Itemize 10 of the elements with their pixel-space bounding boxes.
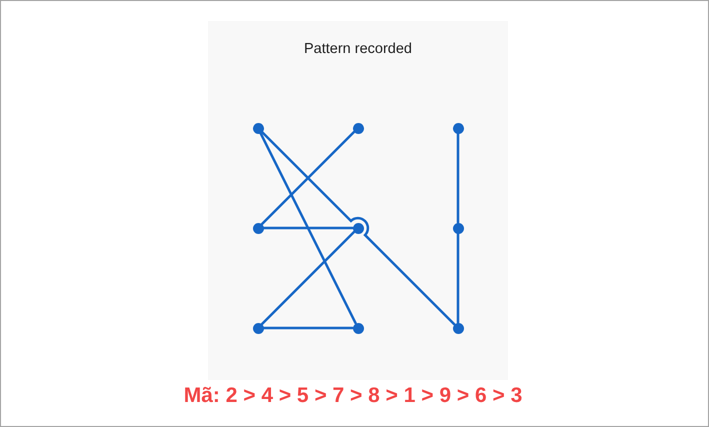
pattern-line: [259, 132, 357, 324]
pattern-line: [262, 326, 354, 330]
pattern-line: [456, 132, 460, 224]
pattern-line: [456, 232, 460, 324]
pattern-line: [260, 130, 356, 226]
pattern-code-caption: Mã: 2 > 4 > 5 > 7 > 8 > 1 > 9 > 6 > 3: [184, 383, 522, 409]
screen-title: Pattern recorded: [304, 40, 412, 58]
pattern-line: [260, 230, 356, 326]
pattern-line: [262, 226, 354, 230]
pattern-line: [260, 130, 456, 326]
